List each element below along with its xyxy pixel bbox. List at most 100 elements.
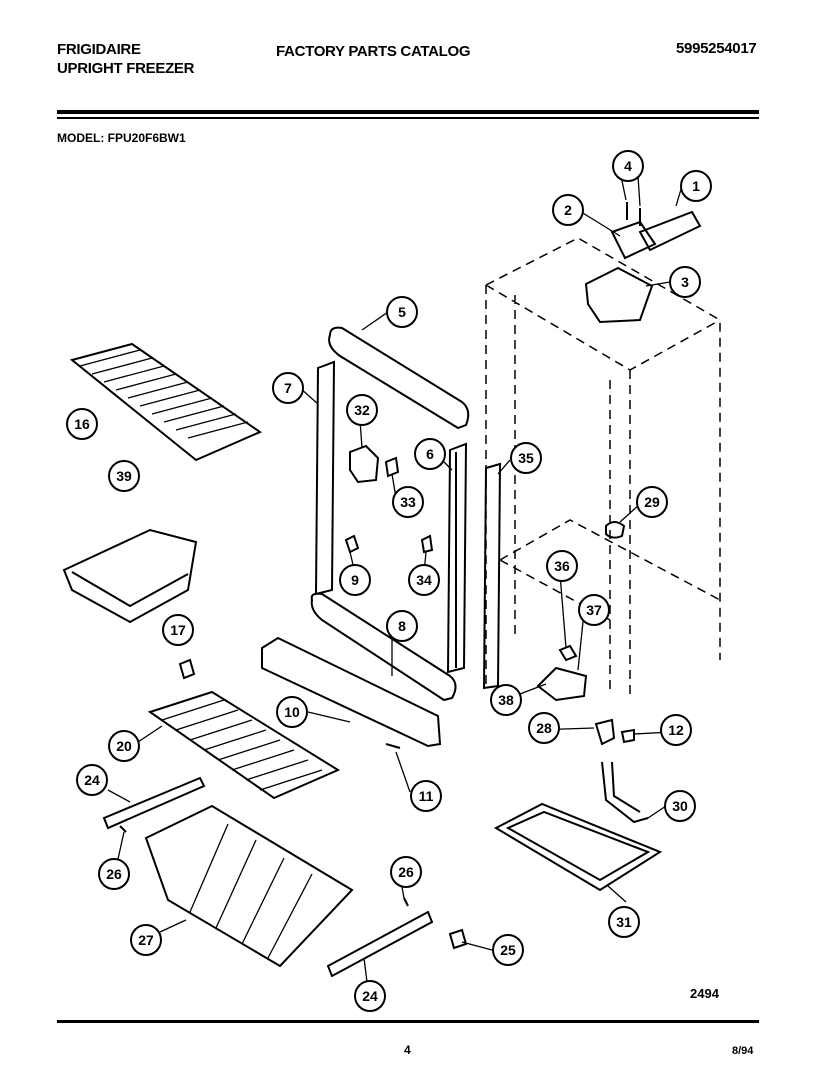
svg-text:26: 26 (106, 866, 122, 882)
svg-text:7: 7 (284, 380, 292, 396)
svg-text:9: 9 (351, 572, 359, 588)
footer-rule (57, 1020, 759, 1023)
callout-36: 36 (546, 550, 578, 582)
part-6-side-gasket (446, 442, 468, 674)
part-10-kickplate (261, 636, 442, 748)
part-36-bracket-pin (558, 644, 578, 662)
callout-31: 31 (608, 906, 640, 938)
callout-7: 7 (272, 372, 304, 404)
part-8-bottom-gasket (310, 592, 457, 702)
callout-32: 32 (346, 394, 378, 426)
model-label: MODEL: FPU20F6BW1 (57, 131, 186, 145)
svg-text:16: 16 (74, 416, 90, 432)
part-35-gasket-strip (482, 462, 502, 690)
part-31-drain-pan (493, 802, 663, 892)
part-37-bottom-hinge (536, 666, 588, 702)
part-11-screw (385, 743, 401, 749)
part-9-clip (344, 534, 360, 554)
svg-text:24: 24 (362, 988, 378, 1004)
svg-text:6: 6 (426, 446, 434, 462)
callout-30: 30 (664, 790, 696, 822)
svg-text:8: 8 (398, 618, 406, 634)
part-20-wire-shelf (147, 690, 341, 800)
part-5-top-gasket (328, 326, 470, 430)
callout-38: 38 (490, 684, 522, 716)
callout-33: 33 (392, 486, 424, 518)
callout-25: 25 (492, 934, 524, 966)
callout-16: 16 (66, 408, 98, 440)
svg-text:2: 2 (564, 202, 572, 218)
callout-2: 2 (552, 194, 584, 226)
svg-text:17: 17 (170, 622, 186, 638)
part-2-hinge-plate (610, 220, 657, 260)
svg-text:10: 10 (284, 704, 300, 720)
catalog-title: FACTORY PARTS CATALOG (276, 43, 471, 60)
part-7-side-gasket (314, 360, 336, 596)
callout-17: 17 (162, 614, 194, 646)
callout-24-upper: 24 (76, 764, 108, 796)
brand-line-2: UPRIGHT FREEZER (57, 60, 195, 77)
svg-text:28: 28 (536, 720, 552, 736)
svg-text:12: 12 (668, 722, 684, 738)
part-25-rail-clip (448, 928, 468, 950)
callout-9: 9 (339, 564, 371, 596)
callout-8: 8 (386, 610, 418, 642)
callout-27: 27 (130, 924, 162, 956)
svg-text:20: 20 (116, 738, 132, 754)
svg-text:3: 3 (681, 274, 689, 290)
part-3-hinge-block (584, 266, 654, 324)
callout-6: 6 (414, 438, 446, 470)
part-39-storage-bin (62, 528, 198, 624)
callout-26-upper: 26 (98, 858, 130, 890)
part-16-wire-shelf (69, 342, 263, 462)
svg-text:37: 37 (586, 602, 602, 618)
part-24-basket-rail-upper (102, 776, 206, 830)
callout-39: 39 (108, 460, 140, 492)
callout-35: 35 (510, 442, 542, 474)
callout-1: 1 (680, 170, 712, 202)
part-17-fastener (178, 658, 196, 680)
part-24-basket-rail-lower (326, 910, 434, 978)
callout-29: 29 (636, 486, 668, 518)
catalog-part-number: 5995254017 (676, 40, 757, 57)
callout-28: 28 (528, 712, 560, 744)
part-4-screws (626, 202, 641, 226)
svg-text:1: 1 (692, 178, 700, 194)
part-28-drain-fitting (594, 718, 616, 746)
svg-text:29: 29 (644, 494, 660, 510)
svg-text:39: 39 (116, 468, 132, 484)
catalog-date: 8/94 (732, 1045, 754, 1057)
callout-11: 11 (410, 780, 442, 812)
svg-text:38: 38 (498, 692, 514, 708)
part-32-switch (349, 444, 380, 484)
part-30-drain-tube (601, 761, 649, 824)
callout-3: 3 (669, 266, 701, 298)
svg-text:30: 30 (672, 798, 688, 814)
part-27-wire-basket (144, 804, 354, 968)
svg-text:32: 32 (354, 402, 370, 418)
svg-text:27: 27 (138, 932, 154, 948)
callout-5: 5 (386, 296, 418, 328)
callout-4: 4 (612, 150, 644, 182)
callout-24-lower: 24 (354, 980, 386, 1012)
brand-label: FRIGIDAIRE UPRIGHT FREEZER (57, 40, 194, 78)
svg-text:35: 35 (518, 450, 534, 466)
header-rule-thin (57, 117, 759, 119)
diagram-code: 2494 (690, 986, 719, 1001)
callout-34: 34 (408, 564, 440, 596)
svg-text:34: 34 (416, 572, 432, 588)
callout-37: 37 (578, 594, 610, 626)
part-12-screw (620, 728, 635, 744)
part-34-clip (420, 534, 434, 554)
svg-text:4: 4 (624, 158, 632, 174)
svg-text:11: 11 (419, 788, 434, 804)
part-33-clip (384, 456, 400, 478)
svg-text:5: 5 (398, 304, 406, 320)
part-1-top-hinge (638, 210, 702, 252)
part-29-plug (605, 521, 626, 539)
brand-line-1: FRIGIDAIRE (57, 41, 141, 58)
svg-text:24: 24 (84, 772, 100, 788)
callout-12: 12 (660, 714, 692, 746)
callout-26-lower: 26 (390, 856, 422, 888)
